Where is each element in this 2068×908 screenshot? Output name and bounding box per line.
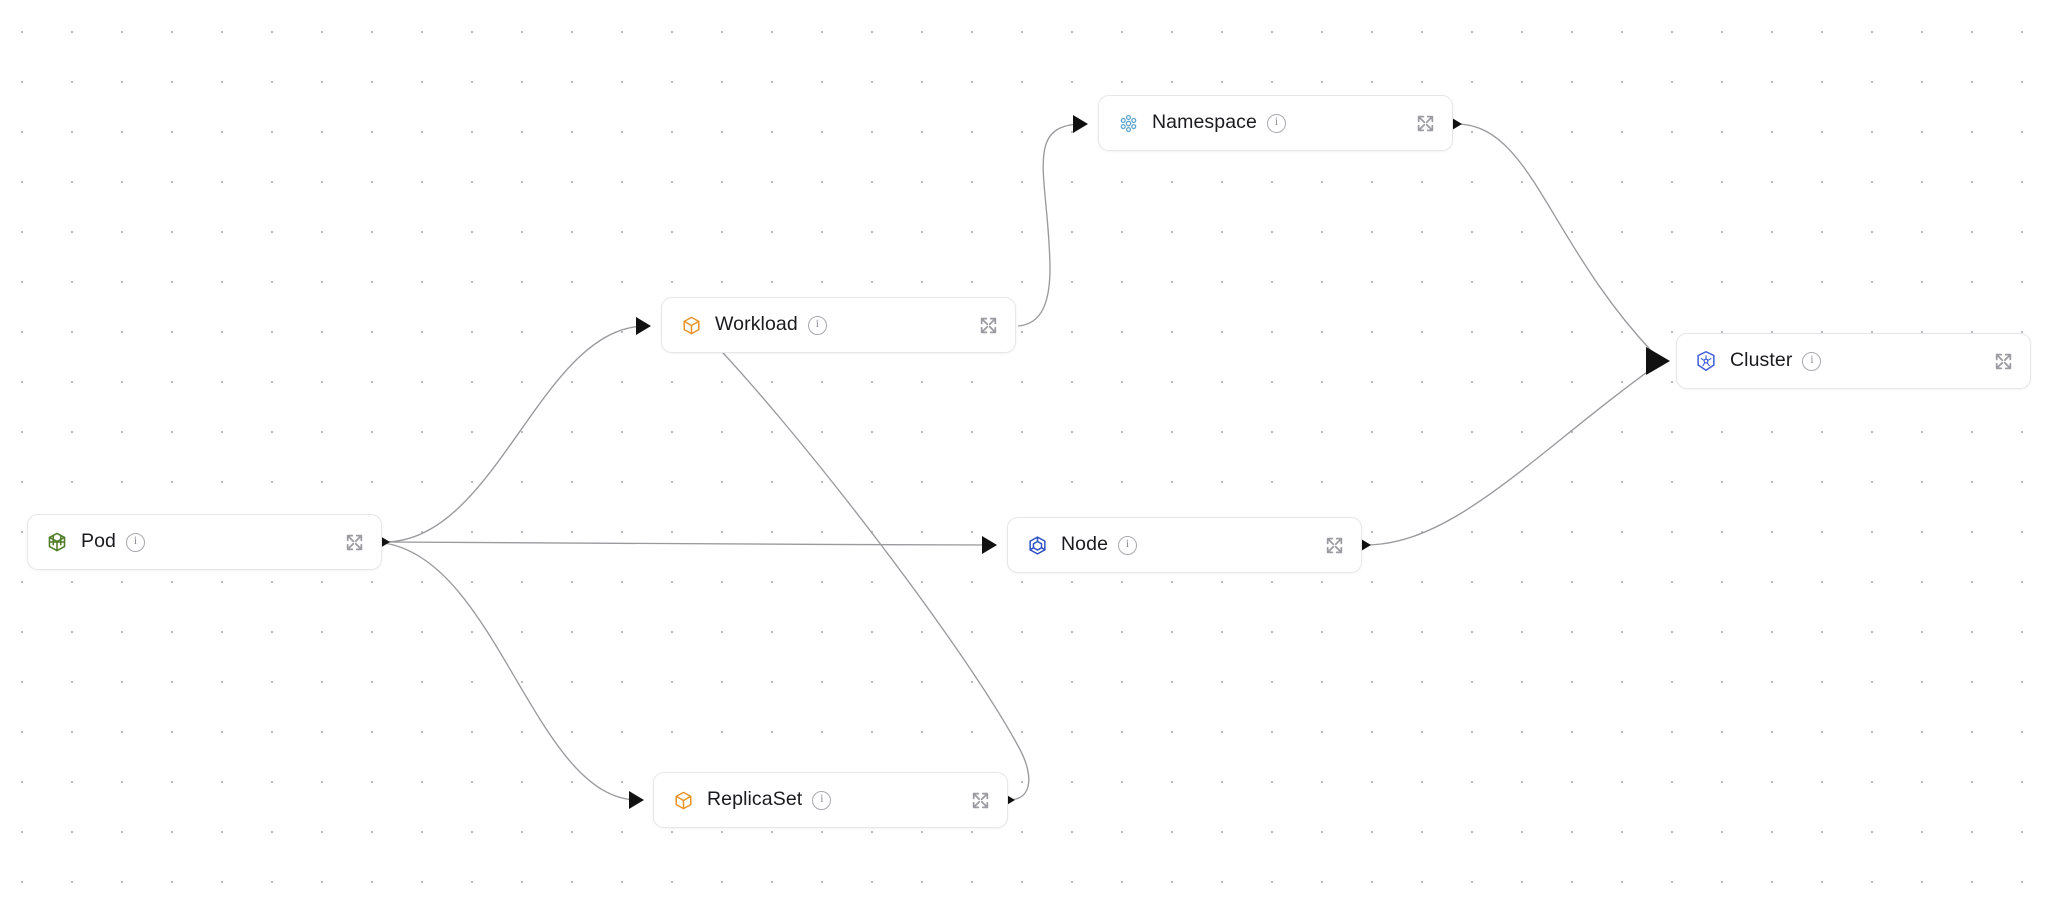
info-icon[interactable]: i [1118,535,1138,555]
node-label: Cluster [1730,349,1793,372]
expand-icon[interactable] [1992,350,2014,372]
info-icon[interactable]: i [126,532,145,552]
replicaset-box-icon [672,789,694,811]
node-label: Workload [715,313,798,336]
edge-replicaset-workload [702,331,1030,801]
graph-node-replicaset[interactable]: ReplicaSet i [653,772,1008,828]
expand-icon[interactable] [343,531,365,553]
node-hexbox-icon [1026,534,1048,556]
graph-node-cluster[interactable]: Cluster i [1676,333,2031,389]
info-icon[interactable]: i [1802,351,1822,371]
expand-icon[interactable] [969,789,991,811]
workload-box-icon [680,314,702,336]
expand-icon[interactable] [1414,112,1436,134]
info-icon[interactable]: i [807,315,827,335]
info-icon[interactable]: i [812,790,832,810]
edge-pod-node [383,541,991,546]
graph-node-node[interactable]: Node i [1007,517,1362,573]
kubernetes-helm-icon [1695,350,1717,372]
arrow-into-namespace-left [1073,115,1088,133]
arrow-markers [375,115,1670,809]
expand-icon[interactable] [1323,534,1345,556]
node-label: Node [1061,533,1109,556]
info-icon[interactable]: i [1266,113,1286,133]
arrow-into-node-left [982,536,997,554]
edge-workload-namespace [1017,123,1084,327]
arrow-into-workload-left [636,317,651,335]
arrow-into-replicaset-left [629,791,644,809]
node-label: ReplicaSet [707,788,803,811]
pod-box-icon [46,531,68,553]
namespace-cluster-icon [1117,112,1139,134]
graph-node-pod[interactable]: Pod i [27,514,382,570]
graph-node-namespace[interactable]: Namespace i [1098,95,1453,151]
node-label: Namespace [1152,111,1257,134]
arrow-into-cluster-left [1646,347,1670,375]
edge-pod-replicaset [383,542,639,801]
expand-icon[interactable] [977,314,999,336]
edge-namespace-cluster [1455,123,1662,362]
graph-node-workload[interactable]: Workload i [661,297,1016,353]
edge-pod-workload [383,325,647,543]
edge-node-cluster [1364,361,1662,546]
node-label: Pod [81,530,116,553]
